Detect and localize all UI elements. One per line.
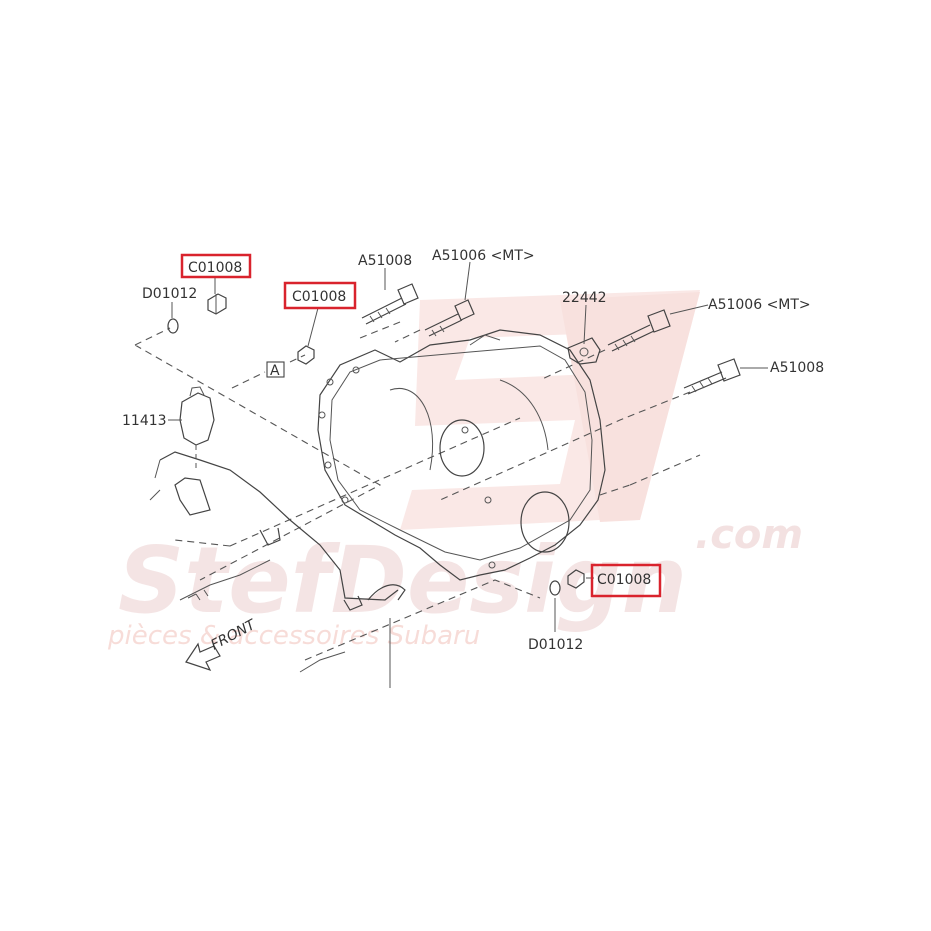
assembly-line-6 <box>439 391 701 501</box>
label-a51006-mt-top: A51006 <MT> <box>432 248 535 264</box>
bearing-bore <box>439 419 485 477</box>
engine-mount-part <box>179 392 215 446</box>
case-inner-flange <box>329 345 593 561</box>
drawing-lines <box>134 261 768 688</box>
bolt-hole-6 <box>484 496 492 504</box>
label-a51008-top: A51008 <box>358 253 412 269</box>
washer-d01012-top-left <box>167 318 179 334</box>
transmission-case-outline <box>317 329 606 581</box>
output-bore <box>520 491 570 553</box>
nut-c01008-mid <box>297 345 315 365</box>
bolt-hole-5 <box>352 366 360 374</box>
linkage-rod <box>179 559 271 601</box>
bracket-lower <box>259 527 281 546</box>
highlight-boxes <box>180 253 662 598</box>
bolt-a51008-right <box>683 358 741 395</box>
label-c01008-mid: C01008 <box>292 289 346 305</box>
assembly-line-1 <box>134 327 382 581</box>
leader-22442 <box>583 304 587 345</box>
pipe-loop <box>367 584 406 601</box>
label-a51008-right: A51008 <box>770 360 824 376</box>
case-rib-1 <box>389 388 434 471</box>
case-rib-2 <box>499 379 549 451</box>
front-arrow-icon <box>185 642 221 672</box>
label-ref-a: A <box>270 363 280 379</box>
bolt-hole-7 <box>488 561 496 569</box>
nut-c01008-bottom <box>567 569 585 589</box>
label-d01012-top-left: D01012 <box>142 286 197 302</box>
label-a51006-mt-right: A51006 <MT> <box>708 297 811 313</box>
label-11413: 11413 <box>122 413 167 429</box>
bolt-a51008-top <box>361 283 419 325</box>
bolt-hole-3 <box>324 461 332 469</box>
bolt-hole-8 <box>461 426 469 434</box>
assembly-line-3 <box>174 417 521 547</box>
assembly-line-2 <box>231 354 306 389</box>
crossmember-outline <box>159 451 399 601</box>
bolt-hole-4 <box>341 496 349 504</box>
leader-a51006-mt-top <box>464 261 471 301</box>
nut-c01008-top-left <box>207 293 227 315</box>
highlight-c01008-top-left <box>180 253 252 279</box>
watermark-logo <box>400 290 700 530</box>
crossmember-link <box>149 459 161 501</box>
washer-d01012-bottom <box>549 580 561 596</box>
leader-c01008-mid <box>307 307 319 347</box>
label-d01012-bottom: D01012 <box>528 637 583 653</box>
label-c01008-bottom: C01008 <box>597 572 651 588</box>
highlight-c01008-mid <box>283 281 357 310</box>
linkage-rod-thread <box>187 589 209 601</box>
bolt-hole-1 <box>326 378 334 386</box>
bolt-a51006-mt-top <box>424 299 475 337</box>
case-rib-3 <box>469 334 501 346</box>
bolt-a51006-mt-right <box>607 309 671 352</box>
label-c01008-top-left: C01008 <box>188 260 242 276</box>
bracket-bottom <box>343 595 363 611</box>
watermark-domain: .com <box>695 512 803 558</box>
leader-a51006-mt-right <box>669 304 709 315</box>
assembly-line-5 <box>359 321 421 343</box>
ref-a-box <box>266 361 285 378</box>
bolt-hole-2 <box>318 411 326 419</box>
shift-rod <box>299 651 346 673</box>
bracket-22442 <box>567 337 601 365</box>
highlight-c01008-bottom <box>590 563 662 598</box>
watermark-tagline: pièces & accessoires Subaru <box>107 621 480 651</box>
label-22442: 22442 <box>562 290 607 306</box>
engine-mount-stud <box>189 386 205 397</box>
assembly-line-4 <box>304 579 541 661</box>
